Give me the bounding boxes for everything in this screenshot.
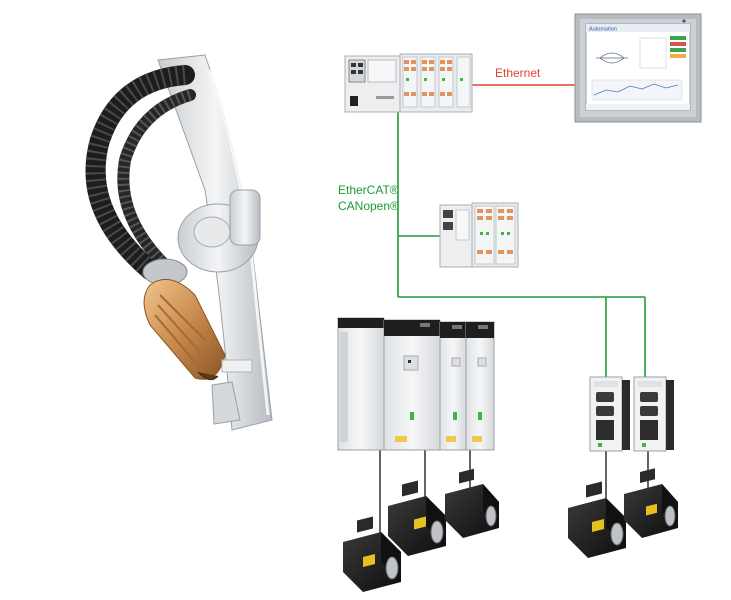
ethernet-label: Ethernet [495,66,541,80]
servo-motor-1-icon [343,516,401,592]
compact-servo-drive-a-icon [589,376,630,452]
servo-motor-2-icon [388,480,446,556]
compact-servo-drive-b-icon [633,376,674,452]
remote-io-station-icon [439,202,519,268]
hmi-panel-icon: Automation [574,13,702,123]
fieldbus-label-canopen: CANopen® [338,199,399,213]
hmi-header-title: Automation [589,27,617,33]
network-lines [379,84,649,540]
controller-io-slices [399,53,473,113]
servo-motor-4-icon [568,481,626,558]
main-controller-icon [344,53,473,113]
welding-robot-torch-icon [85,54,273,431]
multi-axis-servo-drive-icon [337,317,495,451]
servo-motor-5-icon [624,468,678,538]
fieldbus-label-ethercat: EtherCAT® [338,183,399,197]
servo-motor-3-icon [445,468,499,538]
